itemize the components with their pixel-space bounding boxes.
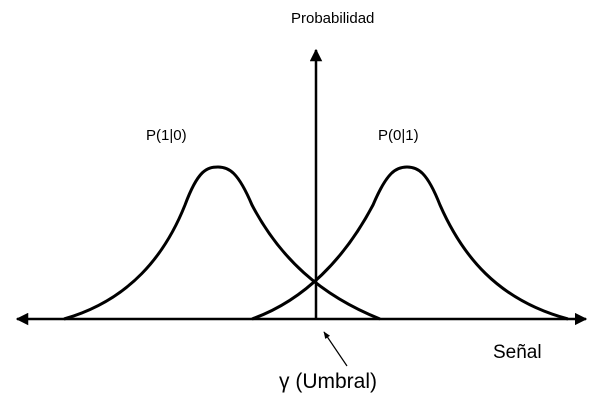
- threshold-label: γ (Umbral): [279, 370, 377, 393]
- x-axis-title: Señal: [493, 342, 542, 363]
- curve-left-label: P(1|0): [146, 127, 187, 144]
- curve-right-label: P(0|1): [378, 127, 419, 144]
- threshold-pointer: [323, 331, 348, 367]
- curve-right: [251, 165, 569, 321]
- y-axis-title: Probabilidad: [291, 10, 375, 27]
- curve-left: [63, 165, 381, 321]
